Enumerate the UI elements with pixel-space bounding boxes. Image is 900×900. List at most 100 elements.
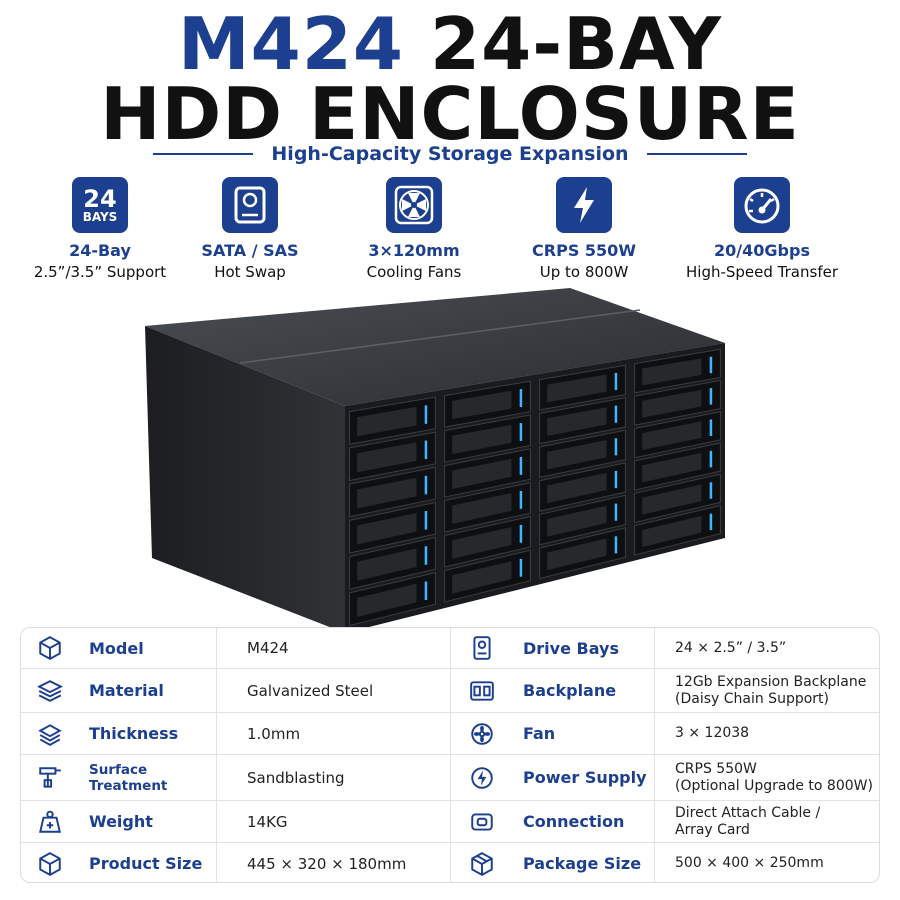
feature-title: 24-Bay: [69, 241, 131, 260]
spec-label: Model: [79, 628, 217, 668]
spec-value-line2: (Daisy Chain Support): [675, 690, 829, 707]
feature-fans: 3×120mm Cooling Fans: [324, 177, 504, 281]
spec-value-line1: 500 × 400 × 250mm: [675, 855, 824, 871]
layers-icon: [21, 669, 79, 712]
feature-title: CRPS 550W: [532, 241, 636, 260]
spec-label: Product Size: [79, 843, 217, 882]
cube-icon: [21, 628, 79, 668]
drive-bay-mesh: [642, 421, 702, 451]
spec-row: Thickness 1.0mm Fan 3 × 12038: [21, 712, 879, 754]
spec-row: Weight 14KG Connection Direct Attach Cab…: [21, 800, 879, 842]
spec-row: Material Galvanized Steel Backplane 12Gb…: [21, 668, 879, 712]
enclosure-product-image: [145, 288, 725, 633]
drive-bay-mesh: [642, 389, 702, 418]
feature-power: CRPS 550W Up to 800W: [494, 177, 674, 281]
drive-bay-mesh: [547, 538, 607, 571]
feature-title: 3×120mm: [368, 241, 460, 260]
spec-value: 445 × 320 × 180mm: [217, 843, 451, 882]
drive-bay-mesh: [547, 472, 607, 504]
drive-bay-mesh: [547, 374, 607, 403]
spec-value: 14KG: [217, 801, 451, 842]
page-title: M424 24-BAY: [0, 4, 900, 84]
spray-gun-icon: [21, 755, 79, 800]
speedometer-icon: [734, 177, 790, 233]
fan-icon: [451, 713, 513, 754]
weight-icon: [21, 801, 79, 842]
spec-label: Thickness: [79, 713, 217, 754]
spec-label: Fan: [513, 713, 655, 754]
title-model: M424: [178, 2, 404, 86]
drive-bay-mesh: [357, 548, 417, 581]
spec-value-line1: 12Gb Expansion Backplane: [675, 673, 867, 690]
spec-value: Direct Attach Cable / Array Card: [655, 801, 879, 842]
drive-bay-mesh: [357, 583, 417, 617]
feature-title: SATA / SAS: [201, 241, 299, 260]
package-icon: [451, 843, 513, 882]
drive-bay-mesh: [547, 440, 607, 470]
spec-value-line2: Array Card: [675, 821, 750, 838]
spec-label: Backplane: [513, 669, 655, 712]
feature-title: 20/40Gbps: [714, 241, 810, 260]
spec-label: Surface Treatment: [79, 755, 217, 800]
spec-value: 1.0mm: [217, 713, 451, 754]
subtitle: High-Capacity Storage Expansion: [271, 143, 629, 165]
24-bays-badge-icon: 24 BAYS: [72, 177, 128, 233]
feature-hot-swap: SATA / SAS Hot Swap: [160, 177, 340, 281]
spec-value: Sandblasting: [217, 755, 451, 800]
hard-drive-icon: [451, 628, 513, 668]
drive-bay-mesh: [642, 484, 702, 515]
spec-value: 12Gb Expansion Backplane (Daisy Chain Su…: [655, 669, 879, 712]
drive-bay-mesh: [452, 424, 512, 455]
badge-number: 24: [83, 184, 117, 213]
spec-value-line1: CRPS 550W: [675, 760, 757, 777]
spec-label: Weight: [79, 801, 217, 842]
connection-icon: [451, 801, 513, 842]
spec-label: Package Size: [513, 843, 655, 882]
spec-row: Surface Treatment Sandblasting Power Sup…: [21, 754, 879, 800]
drive-bay-mesh: [452, 527, 512, 559]
spec-value: 3 × 12038: [655, 713, 879, 754]
feature-bays: 24 BAYS 24-Bay 2.5”/3.5” Support: [10, 177, 190, 281]
drive-bay-mesh: [357, 477, 417, 509]
feature-desc: Cooling Fans: [366, 263, 462, 281]
spec-label: Material: [79, 669, 217, 712]
spec-value: M424: [217, 628, 451, 668]
drive-bay-mesh: [642, 515, 702, 547]
feature-desc: Hot Swap: [214, 263, 286, 281]
badge-label: BAYS: [82, 209, 118, 224]
spec-value-line1: 24 × 2.5” / 3.5”: [675, 639, 787, 656]
spec-value: 24 × 2.5” / 3.5”: [655, 628, 879, 668]
spec-label: Drive Bays: [513, 628, 655, 668]
spec-value: Galvanized Steel: [217, 669, 451, 712]
drive-bay-mesh: [452, 561, 512, 594]
spec-value: CRPS 550W (Optional Upgrade to 800W): [655, 755, 879, 800]
fan-icon: [386, 177, 442, 233]
drive-bay-mesh: [547, 407, 607, 436]
spec-label: Power Supply: [513, 755, 655, 800]
feature-row: 24 BAYS 24-Bay 2.5”/3.5” Support SATA / …: [0, 177, 900, 287]
drive-bay-mesh: [642, 358, 702, 386]
drive-bays-grid: [349, 348, 721, 627]
box-icon: [21, 843, 79, 882]
spec-value: 500 × 400 × 250mm: [655, 843, 879, 882]
title-rest: 24-BAY: [430, 2, 722, 86]
lightning-bolt-icon: [556, 177, 612, 233]
drive-bay-mesh: [642, 452, 702, 483]
spec-value-line2: (Optional Upgrade to 800W): [675, 777, 873, 794]
subtitle-divider-right: [646, 153, 747, 155]
feature-desc: Up to 800W: [539, 263, 629, 281]
drive-bay-mesh: [357, 513, 417, 545]
feature-desc: High-Speed Transfer: [686, 263, 838, 281]
hard-drive-icon: [222, 177, 278, 233]
feature-transfer: 20/40Gbps High-Speed Transfer: [672, 177, 852, 281]
backplane-icon: [451, 669, 513, 712]
feature-desc: 2.5”/3.5” Support: [33, 263, 167, 281]
page-title-line2: HDD ENCLOSURE: [100, 72, 800, 156]
subtitle-row: High-Capacity Storage Expansion: [0, 140, 900, 168]
drive-bay-mesh: [452, 390, 512, 420]
drive-bay-mesh: [452, 492, 512, 524]
spec-value-line1: Direct Attach Cable /: [675, 804, 821, 821]
power-icon: [451, 755, 513, 800]
drive-bay-mesh: [357, 442, 417, 473]
spec-table: Model M424 Drive Bays 24 × 2.5” / 3.5” M…: [20, 627, 880, 883]
